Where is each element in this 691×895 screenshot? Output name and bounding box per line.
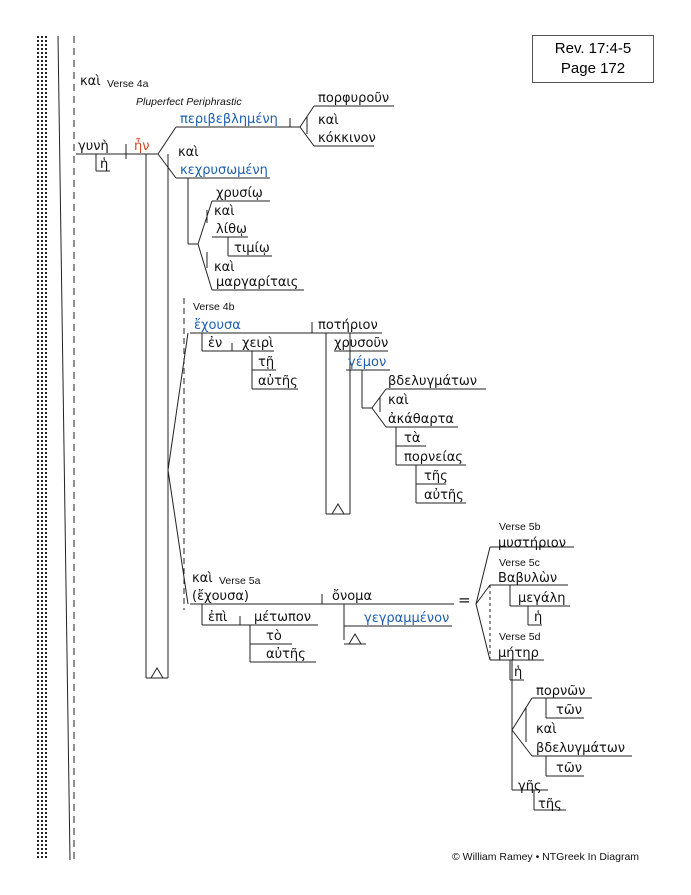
word-litho: λίθῳ: [216, 222, 247, 237]
word-akatharta: ἀκάθαρτα: [388, 412, 454, 427]
word-metopon: μέτωπον: [254, 610, 312, 625]
word-bdelygmaton-1: βδελυγμάτων: [388, 374, 478, 389]
word-kai-4a: καὶ: [80, 74, 101, 89]
word-he-2: ἡ: [534, 610, 543, 625]
word-chrysio: χρυσίῳ: [216, 186, 263, 201]
word-autes-3: αὐτῆς: [266, 647, 306, 662]
label-pluperfect-periphrastic: Pluperfect Periphrastic: [136, 96, 242, 108]
word-ges: γῆς: [518, 779, 542, 794]
word-kai-c: καὶ: [214, 204, 235, 219]
word-kokkinon: κόκκινον: [318, 131, 376, 146]
word-to: τὸ: [266, 629, 282, 644]
word-kai-d: καὶ: [214, 260, 235, 275]
label-verse-4b: Verse 4b: [193, 301, 235, 313]
label-verse-5c: Verse 5c: [499, 557, 540, 569]
word-porneias: πορνείας: [404, 450, 463, 465]
word-mysterion: μυστήριον: [498, 536, 566, 551]
word-gemon: γέμον: [348, 355, 387, 370]
word-kai-a: καὶ: [318, 113, 339, 128]
word-babylon: Βαβυλὼν: [498, 571, 558, 586]
word-pornon: πορνῶν: [536, 684, 586, 699]
reference-verse: Rev. 17:4-5: [554, 40, 632, 57]
word-ta: τὰ: [404, 431, 421, 446]
word-te: τῇ: [258, 355, 275, 370]
label-verse-4a: Verse 4a: [107, 78, 149, 90]
word-ton-1: τῶν: [556, 703, 582, 718]
word-kechrysomene: κεχρυσωμένη: [180, 163, 268, 178]
equals-sign: =: [458, 591, 471, 609]
word-kai-e: καὶ: [388, 393, 409, 408]
word-bdelygmaton-2: βδελυγμάτων: [536, 741, 626, 756]
word-chrysoun: χρυσοῦν: [334, 336, 389, 351]
word-he-article: ἡ: [100, 157, 109, 172]
reference-page: Page 172: [560, 60, 626, 77]
word-porphyroun: πορφυροῦν: [318, 91, 390, 106]
word-en-prep: ἐν: [208, 336, 223, 351]
word-kai-5a: καὶ: [192, 571, 213, 586]
word-tes-2: τῆς: [538, 797, 562, 812]
word-gegrammenon: γεγραμμένον: [364, 611, 450, 626]
word-kai-f: καὶ: [536, 722, 557, 737]
reference-box: Rev. 17:4-5 Page 172: [532, 35, 654, 83]
word-megale: μεγάλη: [518, 591, 566, 606]
word-echousa-implied: (ἔχουσα): [192, 589, 249, 604]
word-meter: μήτηρ: [498, 646, 539, 661]
word-autes-1: αὐτῆς: [258, 374, 298, 389]
word-timio: τιμίῳ: [234, 241, 270, 256]
label-verse-5a: Verse 5a: [219, 575, 261, 587]
word-kai-b: καὶ: [178, 145, 199, 160]
word-en-verb: ἦν: [134, 139, 150, 154]
label-verse-5b: Verse 5b: [499, 521, 541, 533]
word-onoma: ὄνομα: [332, 589, 373, 604]
word-peribeblemene: περιβεβλημένη: [180, 112, 278, 127]
word-poterion: ποτήριον: [318, 318, 378, 333]
word-gyne: γυνὴ: [78, 139, 109, 154]
word-he-3: ἡ: [514, 665, 523, 680]
word-tes-1: τῆς: [424, 469, 448, 484]
word-ton-2: τῶν: [556, 761, 582, 776]
word-autes-2: αὐτῆς: [424, 488, 464, 503]
copyright: © William Ramey • NTGreek In Diagram: [452, 851, 640, 863]
word-echousa: ἔχουσα: [194, 318, 241, 333]
word-epi: ἐπὶ: [208, 610, 228, 625]
label-verse-5d: Verse 5d: [499, 631, 541, 643]
word-margaritais: μαργαρίταις: [216, 275, 299, 290]
word-cheiri: χειρὶ: [242, 336, 274, 351]
